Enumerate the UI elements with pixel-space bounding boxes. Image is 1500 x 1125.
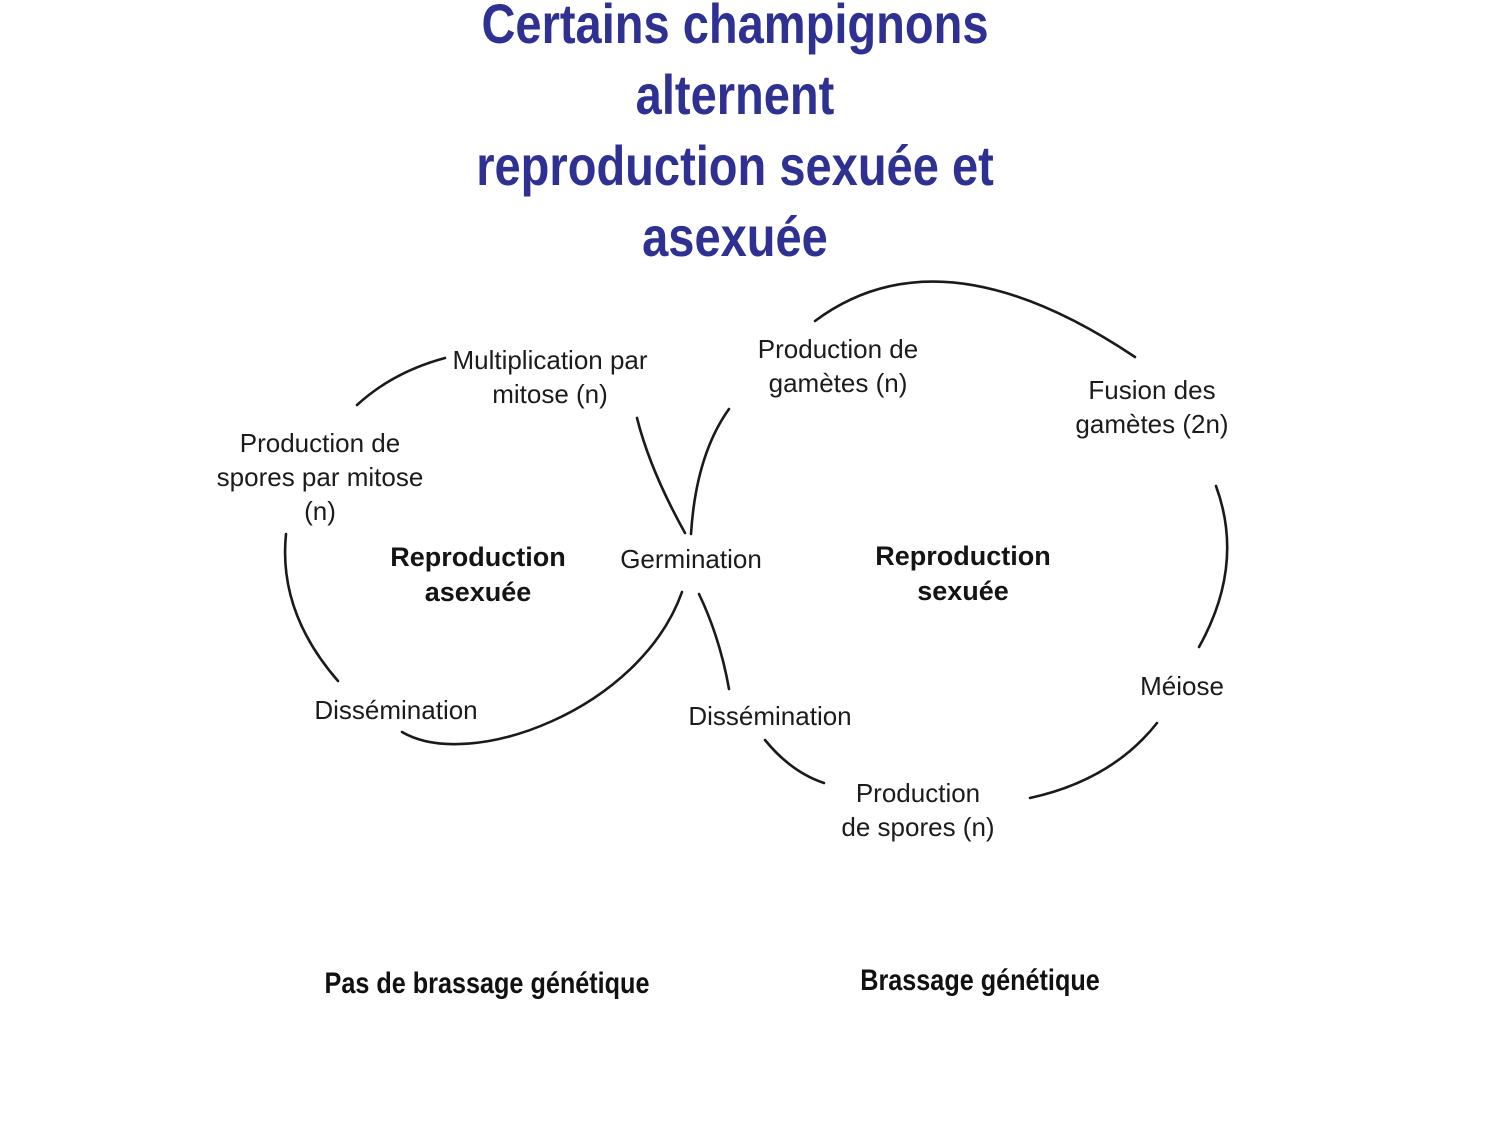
curve-germination-to-production-gametes <box>689 407 731 536</box>
node-dissemination-asexual: Dissémination <box>314 695 478 725</box>
node-multiplication-mitose: Multiplication par mitose (n) <box>452 345 648 409</box>
cycle-label-reproduction-asexuee: Reproduction asexuée <box>390 542 566 607</box>
curve-production-spores-to-dissemination-right <box>763 738 826 785</box>
arrow-meiose-to-production-spores <box>1028 721 1159 800</box>
curve-germination-to-multiplication <box>635 416 687 535</box>
node-production-spores: Production de spores (n) <box>841 778 995 842</box>
node-production-spores-mitose: Production de spores par mitose (n) <box>216 428 424 526</box>
footer-genetic-mixing: Brassage génétique <box>860 964 1100 997</box>
node-fusion-gametes: Fusion des gamètes (2n) <box>1075 375 1229 439</box>
node-production-gametes: Production de gamètes (n) <box>757 334 919 398</box>
arrow-multiplication-to-spores-mitose <box>355 356 447 407</box>
footer-no-genetic-mixing: Pas de brassage génétique <box>324 967 650 1000</box>
arrow-fusion-to-meiose <box>1197 484 1229 649</box>
slide-title: Certains champignons alternent reproduct… <box>476 0 994 268</box>
curve-spores-mitose-to-dissemination-left <box>283 532 340 683</box>
node-germination: Germination <box>620 544 762 574</box>
arrow-production-gametes-to-fusion <box>813 280 1137 359</box>
arrow-dissemination-left-to-germination <box>400 590 684 746</box>
node-meiose: Méiose <box>1140 671 1224 701</box>
node-dissemination-sexual: Dissémination <box>688 701 852 731</box>
cycle-label-reproduction-sexuee: Reproduction sexuée <box>875 541 1051 606</box>
arrow-dissemination-right-to-germination <box>697 592 731 691</box>
